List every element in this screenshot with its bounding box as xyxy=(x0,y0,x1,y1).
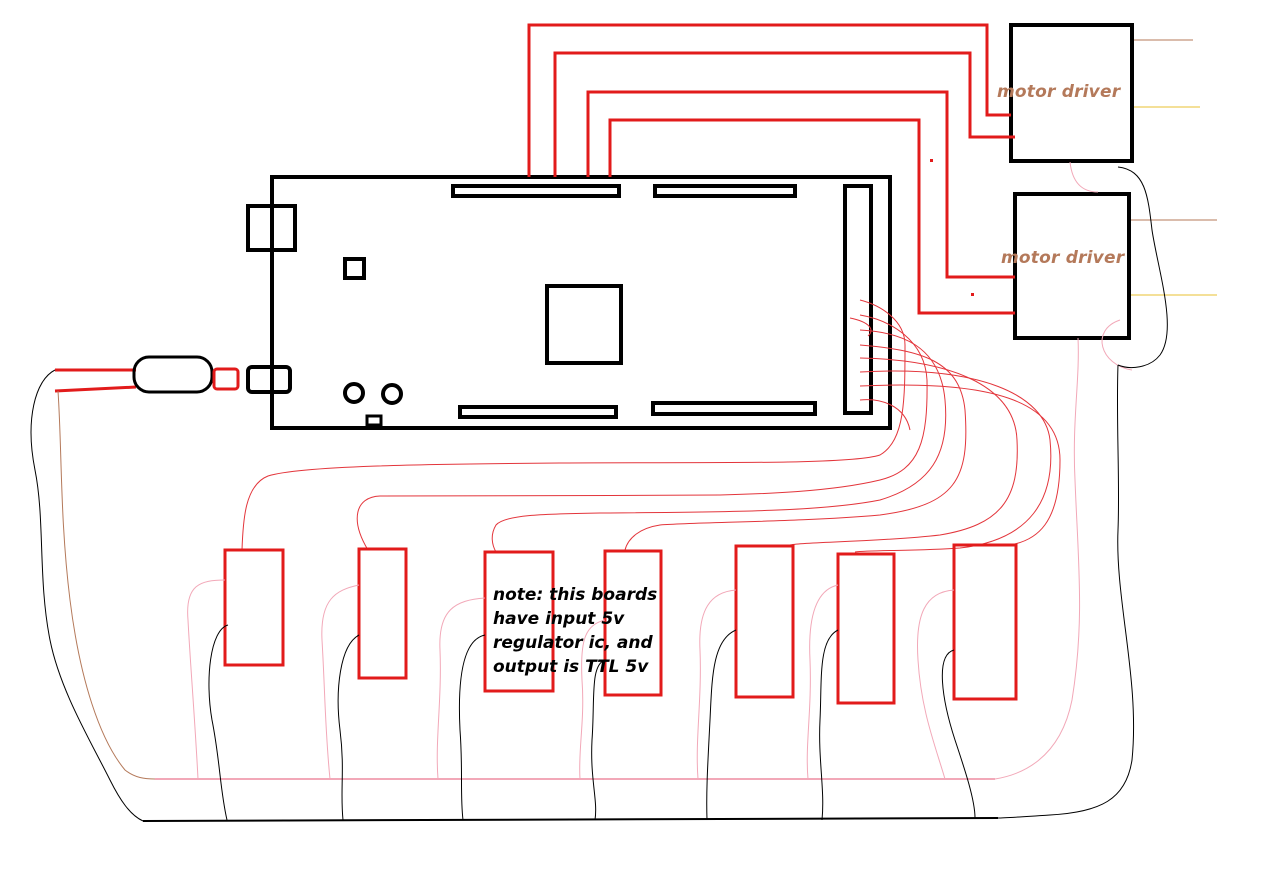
motor-output-wires xyxy=(1131,39,1217,296)
sensor-board-5 xyxy=(734,544,795,699)
gnd-wires xyxy=(30,166,1168,822)
sensor-board-3 xyxy=(483,550,555,693)
usb-port xyxy=(246,204,297,252)
main-chip xyxy=(545,284,623,365)
board-outline xyxy=(270,175,892,430)
control-wires xyxy=(527,23,1015,315)
signal-wires xyxy=(241,299,1061,553)
sensor-board-6 xyxy=(836,552,896,705)
motor-driver-1 xyxy=(1009,23,1134,163)
small-component xyxy=(365,414,383,427)
header-right-vertical xyxy=(843,184,873,415)
microcontroller-board xyxy=(246,175,892,430)
header-bottom-left xyxy=(458,405,618,419)
sensor-board-2 xyxy=(357,547,408,680)
note-text: note: this boards have input 5v regulato… xyxy=(493,585,658,677)
power-input xyxy=(54,355,240,394)
dc-plug-tip xyxy=(212,367,240,391)
sensor-boards xyxy=(223,543,1018,705)
header-top-left xyxy=(451,184,621,198)
sensor-board-4 xyxy=(603,549,663,697)
power-jack xyxy=(246,365,292,394)
capacitor-1 xyxy=(343,382,365,404)
header-bottom-right xyxy=(651,401,817,416)
motor-driver-2 xyxy=(1013,192,1131,340)
capacitor-2 xyxy=(381,383,403,405)
battery-lead xyxy=(57,390,156,780)
motor-driver-2-label: motor driver xyxy=(1001,248,1125,268)
dc-plug xyxy=(132,355,214,394)
motor-driver-1-label: motor driver xyxy=(997,82,1121,102)
header-top-right xyxy=(653,184,797,198)
motor-drivers xyxy=(1009,23,1134,340)
reset-button xyxy=(343,257,366,280)
sensor-board-7 xyxy=(952,543,1018,701)
sensor-board-1 xyxy=(223,548,285,667)
vcc-wires xyxy=(155,161,1133,780)
